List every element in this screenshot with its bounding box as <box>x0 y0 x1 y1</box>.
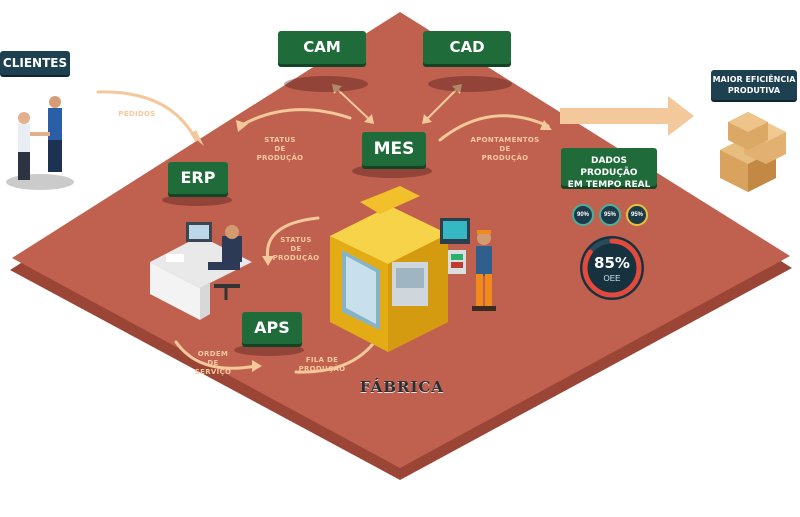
erp-label: ERP <box>180 168 216 187</box>
erp-workstation <box>150 222 252 320</box>
apontamentos-arrowhead <box>540 120 552 130</box>
cad-sign-shadow <box>428 76 512 92</box>
oee-label: OEE <box>603 274 621 283</box>
cam-sign-shadow <box>284 76 368 92</box>
efficiency-sign: MAIOR EFICIÊNCIA PRODUTIVA <box>711 70 797 100</box>
erp-sign: ERP <box>168 162 228 194</box>
small-gauge: 95% <box>626 204 648 226</box>
cam-sign: CAM <box>278 31 366 64</box>
apontamentos-label: APONTAMENTOS DE PRODUÇÃO <box>470 136 540 162</box>
cam-label: CAM <box>303 38 341 56</box>
cad-sign: CAD <box>423 31 511 64</box>
status-top-arrow <box>238 108 352 128</box>
aps-sign: APS <box>242 312 302 344</box>
fila-label: FILA DE PRODUÇÃO <box>298 356 346 373</box>
erp-sign-shadow <box>162 194 232 206</box>
ordem-arrow <box>174 340 258 370</box>
oee-gauge: 85% OEE <box>578 234 646 302</box>
cad-mes-link <box>425 87 459 121</box>
apontamentos-arrow <box>438 114 550 142</box>
pedidos-arrowhead <box>190 130 204 146</box>
realtime-data-sign: DADOS PRODUÇÃO EM TEMPO REAL <box>561 148 657 190</box>
oee-ring <box>580 236 644 300</box>
oee-value: 85% <box>594 254 630 272</box>
boxes-stack <box>720 112 786 192</box>
mes-label: MES <box>373 139 415 159</box>
clients-sign: CLIENTES <box>0 51 70 75</box>
aps-sign-shadow <box>234 344 304 356</box>
small-gauge: 95% <box>599 204 621 226</box>
status-mid-label: STATUS DE PRODUÇÃO <box>272 236 320 262</box>
status-top-arrowhead <box>236 120 248 132</box>
status-top-label: STATUS DE PRODUÇÃO <box>256 136 304 162</box>
mes-sign-shadow <box>352 164 432 178</box>
clients-label: CLIENTES <box>2 56 68 70</box>
aps-label: APS <box>254 318 290 337</box>
efficiency-arrow <box>560 96 694 136</box>
cnc-machine <box>330 186 470 352</box>
ordem-label: ORDEM DE SERVIÇO <box>194 350 232 376</box>
machine-operator <box>472 230 496 311</box>
cam-mes-link <box>335 87 371 121</box>
pedidos-label: PEDIDOS <box>118 110 156 118</box>
status-mid-arrow <box>265 216 320 262</box>
factory-label: FÁBRICA <box>359 378 445 396</box>
cad-label: CAD <box>449 38 485 56</box>
mes-sign: MES <box>362 132 426 166</box>
status-mid-arrowhead <box>262 256 274 266</box>
clients-people <box>6 96 74 190</box>
small-gauge: 90% <box>572 204 594 226</box>
small-gauges: 90% 95% 95% <box>572 204 652 230</box>
pedidos-arrow <box>96 90 198 142</box>
ordem-arrowhead <box>252 360 262 372</box>
